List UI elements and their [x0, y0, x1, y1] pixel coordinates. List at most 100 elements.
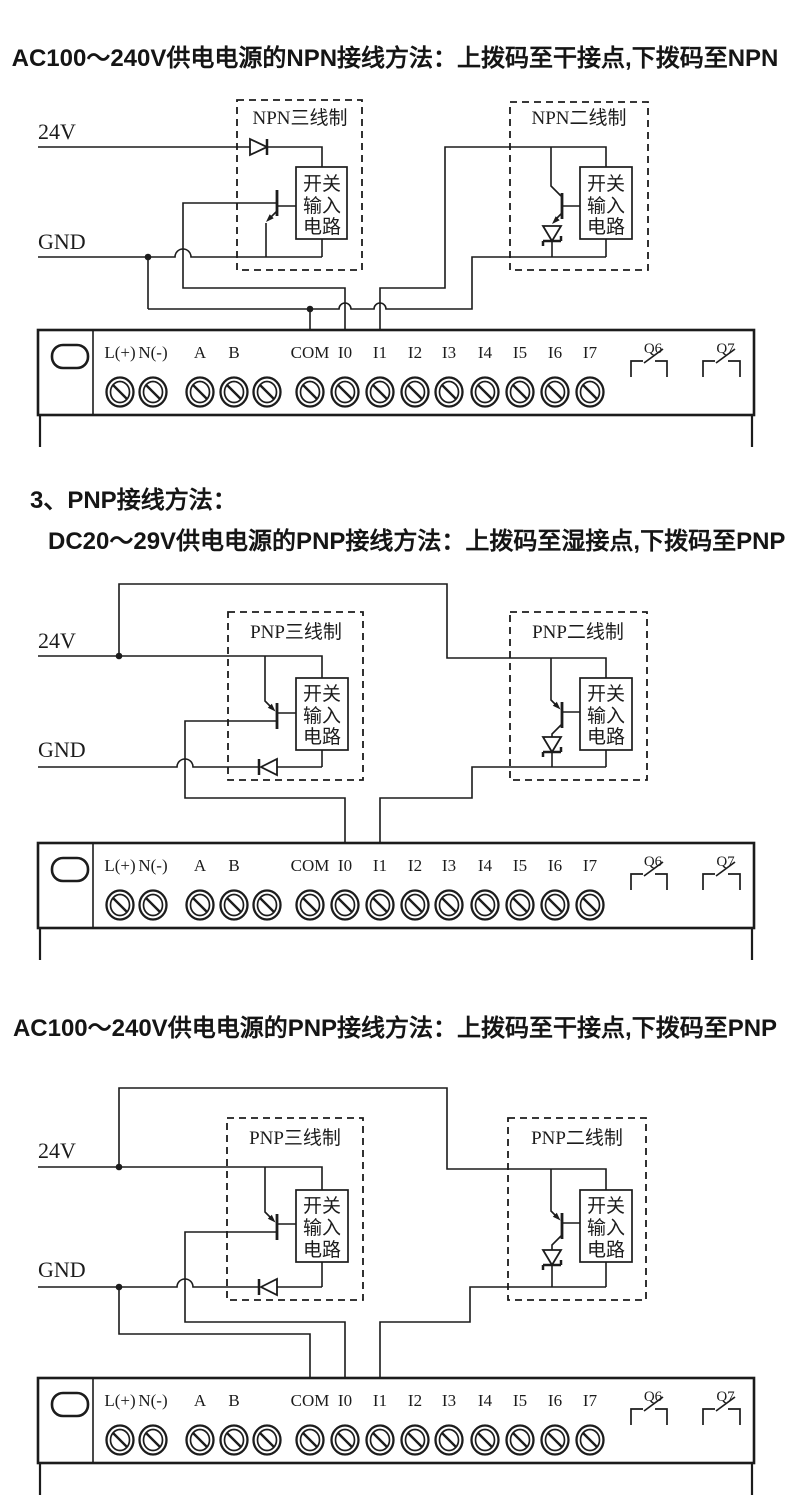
svg-text:开关: 开关 — [587, 1195, 625, 1217]
screw-outer-ring — [575, 889, 605, 921]
relay-label: Q6 — [644, 854, 663, 870]
screw-slot — [372, 1432, 388, 1448]
screw-outer-ring — [540, 889, 570, 921]
svg-text:开关: 开关 — [303, 1195, 341, 1217]
svg-text:电路: 电路 — [303, 726, 341, 748]
screw-outer-ring — [434, 376, 464, 408]
wiring — [38, 146, 607, 330]
pnp-transistor-symbol — [550, 1169, 564, 1250]
screw-terminal — [505, 1424, 535, 1456]
screw-outer-ring — [434, 889, 464, 921]
screw-slot — [441, 1432, 457, 1448]
screw-outer-ring — [470, 376, 500, 408]
screw-terminal — [365, 889, 395, 921]
screw-inner-ring — [369, 380, 391, 404]
screw-inner-ring — [509, 1428, 531, 1452]
screw-inner-ring — [544, 1428, 566, 1452]
svg-text:输入: 输入 — [587, 195, 625, 217]
screw-outer-ring — [105, 376, 135, 408]
terminal-label: B — [228, 856, 239, 875]
screw-outer-ring — [295, 1424, 325, 1456]
screw-slot — [302, 1432, 318, 1448]
screw-outer-ring — [575, 1424, 605, 1456]
zener-diode-symbol — [541, 225, 563, 257]
terminal-label: N(-) — [138, 856, 167, 875]
screw-outer-ring — [330, 376, 360, 408]
zener-diode-symbol — [541, 1249, 563, 1287]
screw-terminal — [185, 376, 215, 408]
screw-slot — [547, 897, 563, 913]
npn-transistor-symbol — [265, 190, 279, 257]
heading-section-pnp: 3、PNP接线方法： — [30, 487, 237, 514]
terminal-label: COM — [291, 856, 330, 875]
screw-slot — [441, 384, 457, 400]
screw-slot — [192, 897, 208, 913]
screw-outer-ring — [365, 1424, 395, 1456]
screw-slot — [547, 384, 563, 400]
screw-outer-ring — [400, 889, 430, 921]
screw-slot — [337, 897, 353, 913]
svg-text:电路: 电路 — [303, 216, 341, 238]
screw-slot — [226, 1432, 242, 1448]
terminal-label: A — [194, 856, 207, 875]
screw-terminal — [219, 889, 249, 921]
gnd-label: GND — [38, 737, 86, 762]
screw-terminal — [105, 1424, 135, 1456]
switch-input-circuit-box — [295, 677, 349, 751]
terminal-label: I6 — [548, 1391, 562, 1410]
din-rail-base — [38, 1463, 754, 1495]
heading-pnp-ac: AC100～240V供电电源的PNP接线方法：上拨码至干接点,下拨码至PNP — [12, 1015, 778, 1042]
screw-inner-ring — [334, 380, 356, 404]
junction-dot — [306, 305, 314, 313]
terminal-label: L(+) — [104, 1391, 135, 1410]
screw-terminal — [330, 376, 360, 408]
relay-contact-symbol — [702, 348, 741, 377]
relay-label: Q7 — [716, 1389, 735, 1405]
screw-terminal — [470, 376, 500, 408]
screw-slot — [582, 1432, 598, 1448]
screw-terminal — [434, 1424, 464, 1456]
terminal-label: I2 — [408, 1391, 422, 1410]
screw-inner-ring — [579, 893, 601, 917]
screw-inner-ring — [334, 893, 356, 917]
screw-outer-ring — [505, 1424, 535, 1456]
svg-text:电路: 电路 — [587, 1239, 625, 1261]
mounting-hole — [50, 856, 90, 883]
screw-inner-ring — [256, 380, 278, 404]
screw-outer-ring — [185, 376, 215, 408]
screw-terminal — [505, 376, 535, 408]
screw-terminal — [219, 1424, 249, 1456]
screw-inner-ring — [404, 1428, 426, 1452]
mounting-hole — [50, 343, 90, 370]
screw-inner-ring — [474, 893, 496, 917]
screw-outer-ring — [252, 376, 282, 408]
svg-text:输入: 输入 — [303, 1217, 341, 1239]
screw-terminal — [185, 1424, 215, 1456]
screw-slot — [407, 1432, 423, 1448]
svg-text:电路: 电路 — [587, 726, 625, 748]
screw-inner-ring — [369, 1428, 391, 1452]
screw-inner-ring — [223, 893, 245, 917]
contact-posts — [630, 1408, 668, 1425]
pnp-ac-wiring-diagram: 24V GND PNP三线制 PNP二线制 开关 输入 电路 开关 输入 电路 … — [36, 1087, 756, 1495]
screw-slot — [112, 897, 128, 913]
mounting-hole — [50, 1391, 90, 1418]
sensor-dashed-box-npn-two-wire — [509, 101, 649, 271]
switch-input-circuit-box — [579, 166, 633, 240]
screw-slot — [337, 384, 353, 400]
screw-slot — [407, 384, 423, 400]
screw-outer-ring — [505, 376, 535, 408]
gnd-label: GND — [38, 229, 86, 254]
terminal-label: I7 — [583, 856, 598, 875]
terminal-label: COM — [291, 343, 330, 362]
screw-outer-ring — [185, 1424, 215, 1456]
relay-contact-symbol — [702, 861, 741, 890]
screw-outer-ring — [252, 889, 282, 921]
terminal-label: I2 — [408, 343, 422, 362]
pnp-transistor-symbol — [264, 1167, 279, 1240]
screw-inner-ring — [256, 893, 278, 917]
screw-inner-ring — [256, 1428, 278, 1452]
sensor-type-label: NPN二线制 — [531, 107, 626, 129]
screw-inner-ring — [299, 893, 321, 917]
screw-inner-ring — [438, 380, 460, 404]
